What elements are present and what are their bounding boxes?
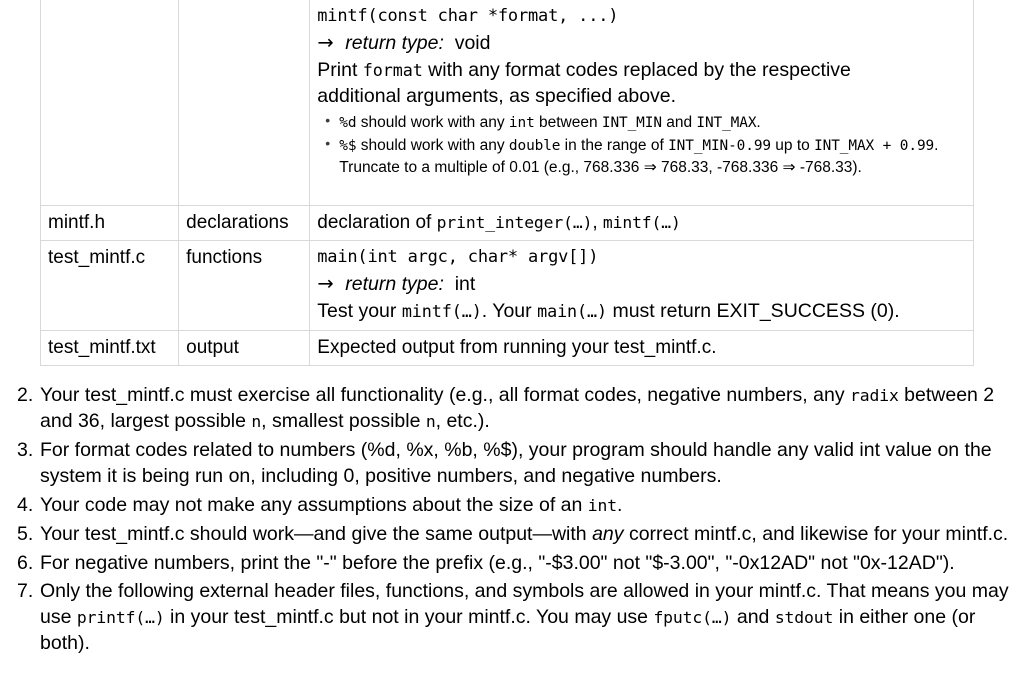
inline-code: printf(…) (76, 608, 165, 628)
requirement-item: Your code may not make any assumptions a… (0, 493, 1010, 519)
text-run: Your code may not make any assumptions a… (40, 493, 588, 516)
table-row: mintf(const char *format, ...) → return … (39, 0, 974, 206)
format-code-notes: %d should work with any int between INT_… (317, 111, 966, 179)
text-run: correct mintf.c, and likewise for your m… (623, 522, 1009, 545)
return-type-value: void (449, 31, 491, 54)
inline-code: int (508, 114, 535, 131)
text-run: , smallest possible (261, 409, 426, 432)
cell-description: Expected output from running your test_m… (309, 329, 974, 366)
cell-kind (178, 0, 311, 206)
text-run: . (756, 113, 761, 131)
text-run: and (731, 606, 775, 629)
inline-code: INT_MIN-0.99 (668, 137, 771, 154)
text-run: . Truncate to a multiple of 0.01 (e.g., … (339, 136, 939, 176)
inline-code: stdout (774, 608, 834, 628)
text-run: Test your (317, 299, 402, 322)
inline-code: format (362, 59, 423, 80)
text-run: with any format codes replaced by the re… (422, 58, 851, 81)
requirement-item: Your test_mintf.c should work—and give t… (0, 522, 1010, 548)
text-run: , (592, 212, 603, 233)
cell-kind: declarations (178, 204, 311, 242)
cell-description: main(int argc, char* argv[]) → return ty… (309, 240, 974, 331)
text-run: and (661, 113, 697, 131)
inline-code: n (251, 411, 262, 431)
return-type-line: → return type: int (317, 270, 966, 298)
return-type-value: int (449, 272, 476, 295)
deliverables-table: mintf(const char *format, ...) → return … (39, 0, 974, 366)
inline-code: INT_MAX (696, 114, 757, 131)
requirement-item: Your test_mintf.c must exercise all func… (0, 383, 1010, 435)
table-row: test_mintf.txt output Expected output fr… (39, 329, 974, 366)
inline-code: mintf(…) (602, 213, 681, 232)
right-arrow-icon: → (317, 271, 340, 295)
table-row: test_mintf.c functions main(int argc, ch… (39, 240, 974, 331)
cell-kind: functions (178, 240, 311, 331)
return-type-line: → return type: void (317, 29, 966, 57)
text-run: Your test_mintf.c should work—and give t… (40, 522, 593, 545)
cell-file (39, 0, 180, 206)
text-run: For negative numbers, print the "-" befo… (40, 551, 955, 574)
right-arrow-icon: → (317, 30, 340, 54)
text-run: between 2 and 36, largest possible (40, 384, 995, 432)
cell-description: mintf(const char *format, ...) → return … (309, 0, 974, 206)
inline-code: n (425, 411, 436, 431)
inline-code: main(…) (537, 300, 608, 321)
text-run: should work with any (356, 136, 509, 154)
text-run: declaration of (317, 212, 437, 233)
text-run: in the range of (560, 136, 669, 154)
text-run: Your test_mintf.c must exercise all func… (40, 384, 850, 406)
requirement-item: For negative numbers, print the "-" befo… (0, 551, 1010, 577)
text-run: must return EXIT_SUCCESS (0). (607, 299, 900, 322)
inline-code: %d (339, 114, 357, 131)
return-type-label: return type: (345, 31, 444, 54)
inline-code: %$ (339, 137, 357, 154)
function-signature: mintf(const char *format, ...) (317, 6, 619, 26)
inline-code: double (508, 137, 561, 154)
description-line-1: Print format with any format codes repla… (317, 57, 966, 84)
list-item: %$ should work with any double in the ra… (325, 134, 966, 179)
requirement-item: For format codes related to numbers (%d,… (0, 438, 1010, 490)
inline-code: print_integer(…) (436, 213, 593, 232)
cell-kind: output (178, 329, 311, 366)
text-run: Only the following external header files… (40, 580, 1009, 629)
inline-code: INT_MIN (601, 114, 662, 131)
inline-code: INT_MAX + 0.99 (814, 137, 935, 154)
text-run: , etc.). (435, 409, 490, 432)
cell-description: declaration of print_integer(…), mintf(…… (309, 204, 974, 242)
text-run: For format codes related to numbers (%d,… (40, 438, 992, 487)
text-run: . Your (481, 299, 538, 322)
cell-file: test_mintf.txt (39, 329, 180, 366)
table-row: mintf.h declarations declaration of prin… (39, 204, 974, 242)
inline-code: radix (850, 386, 899, 405)
inline-code: mintf(…) (401, 300, 482, 321)
description-text: Test your mintf(…). Your main(…) must re… (317, 298, 966, 325)
function-signature: main(int argc, char* argv[]) (317, 247, 599, 268)
text-run: Print (317, 58, 363, 81)
emphasis: any (592, 522, 624, 545)
inline-code: int (587, 495, 618, 515)
text-run: should work with any (356, 113, 509, 131)
text-run: Expected output from running your test_m… (317, 336, 717, 358)
text-run: up to (770, 136, 815, 154)
inline-code: fputc(…) (653, 608, 732, 628)
cell-file: test_mintf.c (39, 240, 180, 331)
list-item: %d should work with any int between INT_… (325, 111, 966, 134)
description-line-2: additional arguments, as specified above… (317, 85, 677, 108)
return-type-label: return type: (345, 272, 444, 295)
text-run: between (534, 113, 602, 131)
text-run: in your test_mintf.c but not in your min… (164, 606, 654, 629)
text-run: . (617, 493, 623, 516)
cell-file: mintf.h (39, 204, 180, 242)
requirements-list: Your test_mintf.c must exercise all func… (0, 383, 1010, 660)
requirement-item: Only the following external header files… (0, 579, 1010, 657)
text-run: in either one (or both). (40, 606, 976, 655)
